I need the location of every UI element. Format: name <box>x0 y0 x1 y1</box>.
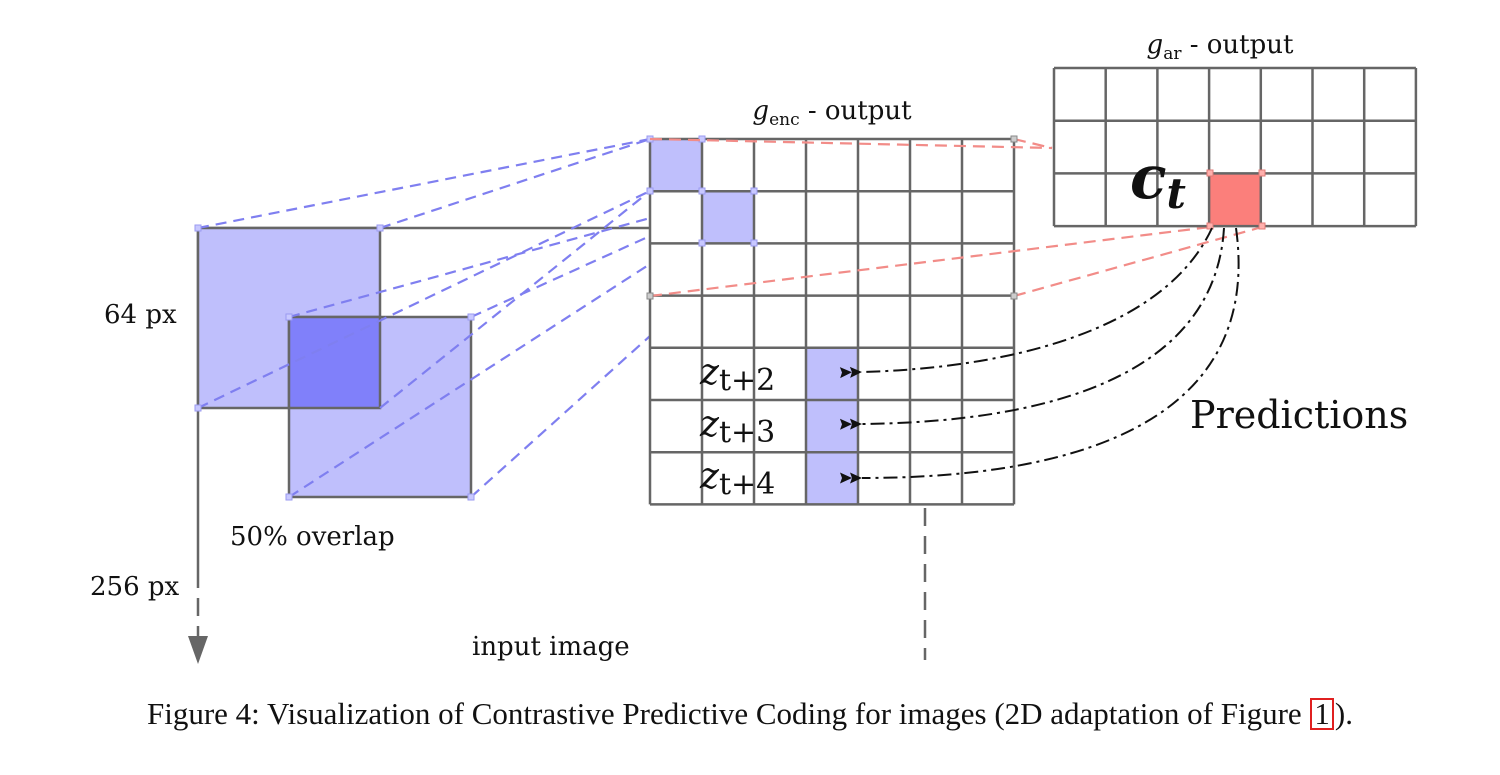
patch-corner-dots <box>194 224 475 501</box>
caption-end: ). <box>1334 696 1353 731</box>
genc-cell-highlight-2 <box>702 191 754 243</box>
caption-text: Figure 4: Visualization of Contrastive P… <box>146 696 1310 731</box>
genc-cell-z-t3 <box>806 400 858 452</box>
z-t2-label: zt+2 <box>699 352 775 398</box>
patch-projection-lines <box>197 137 651 498</box>
px256-label: 256 px <box>90 572 180 602</box>
prediction-arrows <box>839 227 1240 484</box>
genc-cell-highlight-1 <box>650 139 702 191</box>
image-patches <box>196 226 473 499</box>
px64-label: 64 px <box>104 300 177 330</box>
gar-corner-dots <box>1206 169 1266 230</box>
genc-output-label: genc - output <box>752 96 912 130</box>
z-t3-label: zt+3 <box>699 404 775 450</box>
figure-caption: Figure 4: Visualization of Contrastive P… <box>0 696 1500 746</box>
context-projection-lines <box>649 137 1263 298</box>
input-image-label: input image <box>472 632 630 662</box>
overlap-label: 50% overlap <box>230 522 395 552</box>
prediction-arrow-t3 <box>839 227 1225 430</box>
genc-output-grid <box>646 135 1016 506</box>
predictions-label: Predictions <box>1190 393 1408 437</box>
context-corner-dots <box>646 135 1018 300</box>
down-arrow-icon <box>188 636 208 664</box>
figure-reference-link[interactable]: 1 <box>1310 698 1334 730</box>
gar-context-cell <box>1210 173 1262 226</box>
genc-cell-z-t4 <box>806 452 858 504</box>
context-ct-label: ct <box>1130 143 1186 218</box>
gar-output-label: gar - output <box>1147 30 1294 64</box>
genc-cell-z-t2 <box>806 348 858 400</box>
gar-output-grid <box>1052 66 1418 230</box>
patch-overlap <box>287 315 382 410</box>
z-t4-label: zt+4 <box>699 456 775 502</box>
prediction-arrow-t2 <box>839 227 1213 379</box>
prediction-arrow-t4 <box>839 227 1240 484</box>
genc-grid-lines <box>648 137 1016 506</box>
gar-grid-lines <box>1052 66 1418 228</box>
